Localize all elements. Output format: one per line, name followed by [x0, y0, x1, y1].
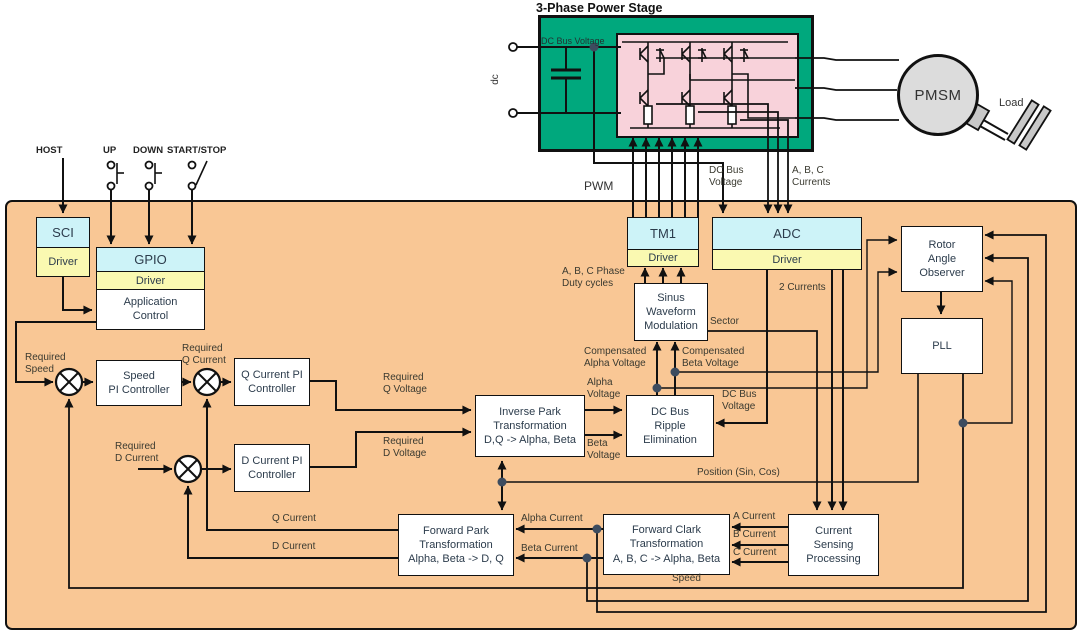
two-currents-label: 2 Currents [779, 282, 826, 293]
ripple-dc-bus-voltage-label: DC Bus Voltage [722, 389, 757, 413]
tm1-driver: Driver [628, 250, 698, 266]
adc-title: ADC [713, 218, 861, 250]
required-speed-label: Required Speed [25, 352, 66, 376]
duty-cycles-label: A, B, C Phase Duty cycles [562, 266, 625, 290]
dc-label: dc [489, 74, 501, 85]
up-label: UP [103, 145, 117, 156]
adc-driver: Driver [713, 250, 861, 269]
q-current-label: Q Current [272, 513, 316, 524]
host-label: HOST [36, 145, 63, 156]
dc-bus-voltage-top-label: DC Bus Voltage [709, 165, 744, 189]
forward-clark-block: Forward Clark Transformation A, B, C -> … [603, 514, 730, 575]
adc-block: ADC Driver [712, 217, 862, 270]
b-current-label: B Current [733, 529, 776, 540]
start-stop-label: START/STOP [167, 145, 227, 156]
compensated-beta-voltage-label: Compensated Beta Voltage [682, 346, 745, 370]
position-sin-cos-label: Position (Sin, Cos) [697, 467, 780, 478]
required-q-current-label: Required Q Current [182, 343, 226, 367]
alpha-current-label: Alpha Current [521, 513, 583, 524]
forward-park-block: Forward Park Transformation Alpha, Beta … [398, 514, 514, 576]
pll-block: PLL [901, 318, 983, 374]
beta-current-label: Beta Current [521, 543, 578, 554]
required-d-current-label: Required D Current [115, 441, 159, 465]
sci-driver: Driver [37, 248, 89, 276]
sinus-waveform-modulation-block: Sinus Waveform Modulation [634, 283, 708, 341]
sector-label: Sector [710, 316, 739, 327]
tm1-title: TM1 [628, 218, 698, 250]
alpha-voltage-label: Alpha Voltage [587, 377, 621, 401]
speed-pi-controller-block: Speed PI Controller [96, 360, 182, 406]
tm1-block: TM1 Driver [627, 217, 699, 267]
pmsm-motor: PMSM [897, 54, 979, 136]
application-control: Application Control [97, 290, 204, 329]
pwm-label: PWM [584, 179, 614, 193]
compensated-alpha-voltage-label: Compensated Alpha Voltage [584, 346, 647, 370]
d-current-label: D Current [272, 541, 316, 552]
q-current-pi-controller-block: Q Current PI Controller [234, 358, 310, 406]
a-current-label: A Current [733, 511, 776, 522]
sci-title: SCI [37, 218, 89, 248]
c-current-label: C Current [733, 547, 777, 558]
dc-bus-voltage-label: DC Bus Voltage [541, 36, 605, 46]
load-label: Load [999, 97, 1024, 109]
down-label: DOWN [133, 145, 164, 156]
beta-voltage-label: Beta Voltage [587, 438, 621, 462]
gpio-title: GPIO [97, 248, 204, 272]
power-stage-title: 3-Phase Power Stage [536, 1, 663, 15]
dc-bus-ripple-elimination-block: DC Bus Ripple Elimination [626, 395, 714, 457]
abc-currents-top-label: A, B, C Currents [792, 165, 831, 189]
required-d-voltage-label: Required D Voltage [383, 436, 427, 460]
inverse-park-block: Inverse Park Transformation D,Q -> Alpha… [475, 395, 585, 457]
required-q-voltage-label: Required Q Voltage [383, 372, 427, 396]
current-sensing-processing-block: Current Sensing Processing [788, 514, 879, 576]
rotor-angle-observer-block: Rotor Angle Observer [901, 226, 983, 292]
gpio-driver: Driver [97, 272, 204, 290]
d-current-pi-controller-block: D Current PI Controller [234, 444, 310, 492]
gpio-block: GPIO Driver Application Control [96, 247, 205, 330]
sci-block: SCI Driver [36, 217, 90, 277]
speed-label: Speed [672, 573, 701, 584]
